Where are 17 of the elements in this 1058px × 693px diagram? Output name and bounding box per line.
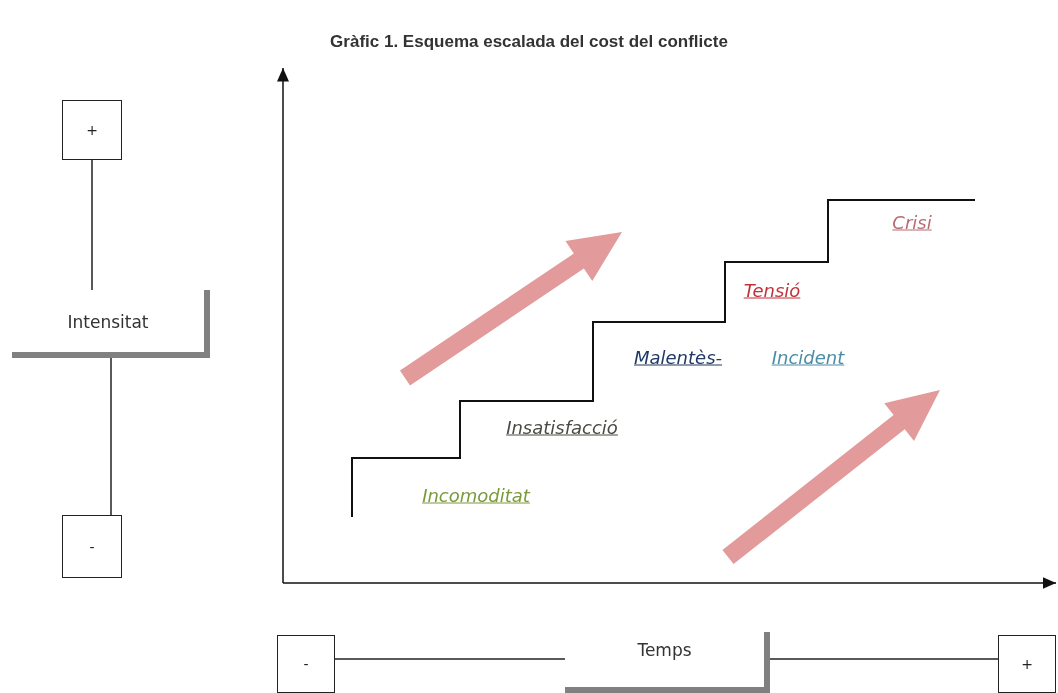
connector-line <box>769 658 999 660</box>
connector-line <box>110 357 112 516</box>
stage-label: Incident <box>771 346 845 368</box>
sign-box: + <box>998 635 1056 693</box>
stage-label: Insatisfacció <box>506 416 618 438</box>
sign-box: - <box>277 635 335 693</box>
connector-line <box>334 658 566 660</box>
connector-line <box>91 159 93 291</box>
sign-box: + <box>62 100 122 160</box>
axis-label-box: Temps <box>565 632 770 693</box>
stage-label: Crisi <box>892 211 932 233</box>
chart-title: Gràfic 1. Esquema escalada del cost del conflicte <box>329 32 729 52</box>
sign-box: - <box>62 515 122 578</box>
axis-label-box: Intensitat <box>12 290 210 358</box>
stage-label: Incomoditat <box>422 484 530 506</box>
stage-label: Tensió <box>743 279 801 301</box>
stage-label: Malentès- <box>633 346 723 368</box>
